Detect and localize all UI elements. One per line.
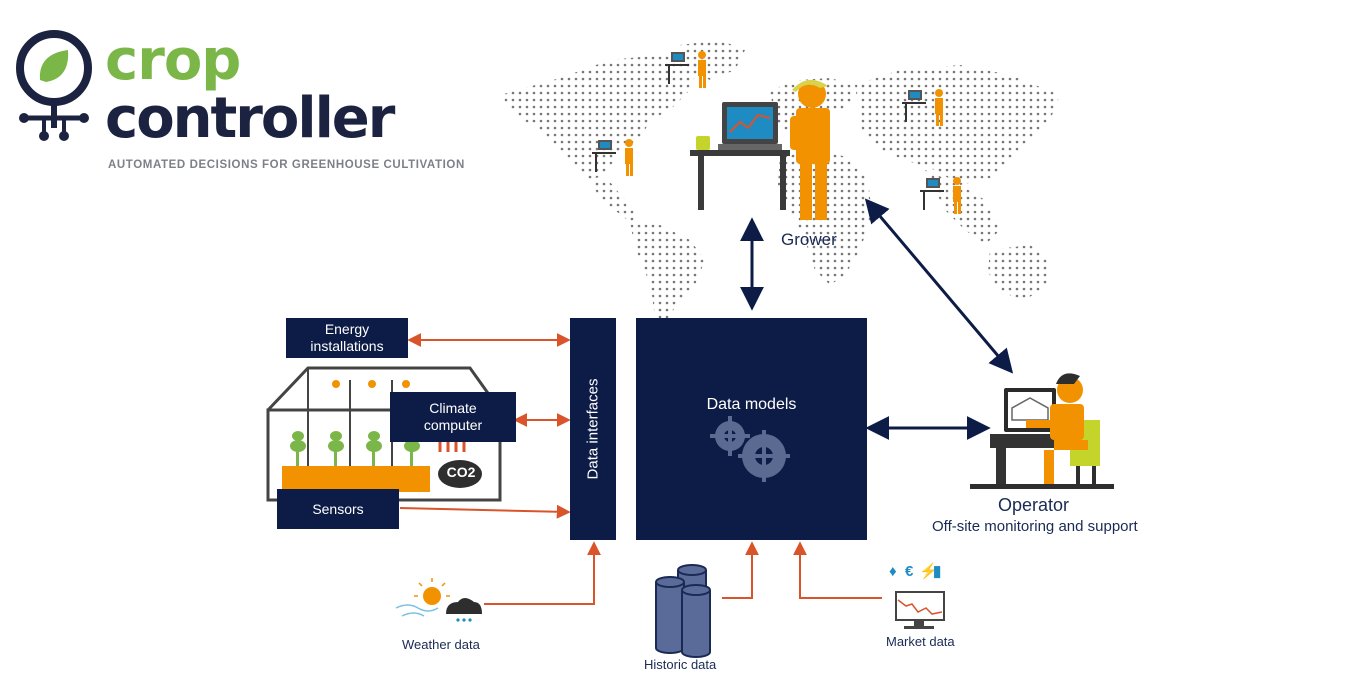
historic-models-arrow xyxy=(722,541,759,599)
data-models-label: Data models xyxy=(706,396,797,413)
weather-data-label: Weather data xyxy=(402,637,480,652)
grower-label: Grower xyxy=(781,230,837,249)
sensors-label: Sensors xyxy=(312,500,364,517)
historic-data-illustration xyxy=(655,564,711,658)
logo-tagline: AUTOMATED DECISIONS FOR GREENHOUSE CULTI… xyxy=(108,159,465,171)
logo-word-crop: crop xyxy=(105,28,241,93)
operator-illustration xyxy=(970,373,1114,489)
climate-computer-label: Climate computer xyxy=(423,400,483,433)
grower-illustration xyxy=(690,79,830,220)
energy-installations-label: Energy installations xyxy=(310,321,384,354)
crop-controller-logo-icon xyxy=(16,30,92,141)
historic-data-label: Historic data xyxy=(644,657,717,672)
svg-text:♦: ♦ xyxy=(889,563,897,580)
sensors-box: Sensors xyxy=(277,489,399,529)
svg-text:€: € xyxy=(905,563,914,580)
sensors-interface-arrow xyxy=(399,504,571,519)
operator-label: Operator xyxy=(998,495,1070,515)
energy-installations-box: Energy installations xyxy=(286,318,408,358)
logo-word-controller: controller xyxy=(105,86,395,151)
weather-illustration xyxy=(395,578,482,622)
market-data-label: Market data xyxy=(886,634,955,649)
gears-icon xyxy=(710,416,790,482)
svg-text:⚡: ⚡ xyxy=(919,562,938,580)
market-data-illustration: ♦ € ⚡▮ xyxy=(889,562,945,629)
svg-text:▮: ▮ xyxy=(933,563,941,580)
data-interfaces-label: Data interfaces xyxy=(584,378,602,480)
climate-computer-box: Climate computer xyxy=(390,392,516,442)
data-interfaces-box: Data interfaces xyxy=(570,318,616,540)
market-models-arrow xyxy=(793,541,882,599)
data-models-box: Data models xyxy=(636,318,867,540)
operator-subtitle: Off-site monitoring and support xyxy=(932,518,1138,535)
grower-operator-arrow xyxy=(864,198,1014,374)
remote-grower-figures xyxy=(592,51,961,214)
weather-interface-arrow xyxy=(484,541,601,605)
co2-label: CO2 xyxy=(446,464,476,480)
